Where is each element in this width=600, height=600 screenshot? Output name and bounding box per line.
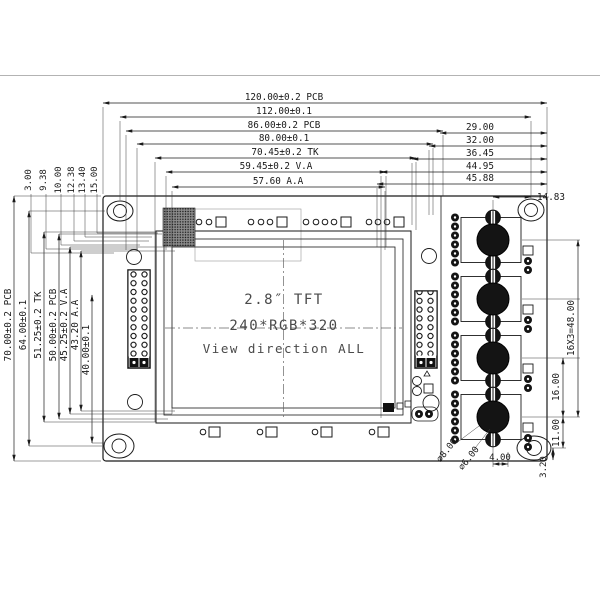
display-view-direction-label: View direction ALL	[203, 341, 365, 356]
dim-right-1: 32.00	[466, 135, 494, 146]
mounting-hole-top-left	[106, 200, 134, 222]
display-module: 2.8″ TFT 240*RGB*320 View direction ALL	[155, 207, 412, 424]
pin-header-left	[127, 269, 151, 369]
mounting-hole-bottom-left	[103, 433, 135, 459]
dim-left-1: 64.00±0.1	[18, 300, 29, 350]
dim-top-6: 57.60 A.A	[253, 176, 304, 187]
display-resolution-label: 240*RGB*320	[229, 318, 338, 334]
dim-topleft-5: 15.00	[90, 166, 100, 193]
dim-right-2: 36.45	[466, 148, 494, 159]
pin-header-right	[414, 290, 438, 369]
dim-topleft-1: 9.38	[39, 169, 49, 191]
pcb-outline	[102, 195, 548, 462]
fpc-connector-block	[162, 207, 196, 247]
mounting-hole-top-right	[517, 198, 545, 222]
dim-horizontal-offset: 4.00	[489, 453, 511, 463]
via-hole-right-top	[421, 248, 437, 264]
dim-left-0: 70.00±0.2 PCB	[3, 288, 14, 361]
dim-top-1: 112.00±0.1	[256, 106, 312, 117]
dim-right-0: 29.00	[466, 122, 494, 133]
dim-button-diameter-group: ⌀8.00 ⌀6.00	[435, 425, 491, 473]
push-button-section	[450, 209, 581, 452]
dim-topleft-2: 10.00	[54, 166, 64, 193]
dim-top-2: 86.00±0.2 PCB	[248, 120, 321, 131]
dim-right-4: 45.88	[466, 173, 494, 184]
dim-left-4: 45.25±0.2 V.A	[59, 288, 70, 361]
dim-left-5: 43.20 A.A	[70, 299, 81, 350]
dim-pitch-single: 16.00	[551, 373, 562, 401]
dim-topleft-group: 3.00 9.38 10.00 12.38 13.40 15.00	[24, 166, 158, 254]
dim-left-6: 40.00±0.1	[81, 325, 92, 375]
components-layer	[127, 216, 440, 438]
dim-top-3: 80.00±0.1	[259, 133, 309, 144]
backlight-connector-parts	[383, 370, 440, 422]
dim-topleft-4: 13.40	[78, 166, 88, 193]
top-component-row	[195, 216, 405, 228]
board-layer	[102, 195, 552, 462]
dim-rightside-group: 16X3=48.00 16.00 11.00 3.20 4.00	[489, 239, 580, 478]
via-hole-left-top	[126, 249, 142, 265]
dim-edge-offset: 3.20	[539, 456, 549, 478]
dim-right-group: 29.00 32.00 36.45 44.95 45.88 14.83	[376, 122, 565, 418]
push-button-1	[450, 209, 581, 275]
dim-button-inner-dia: ⌀6.00	[457, 445, 482, 473]
dim-top-group: 120.00±0.2 PCB 112.00±0.1 86.00±0.2 PCB …	[102, 92, 548, 422]
dim-button-pitch: 16X3=48.00	[566, 300, 577, 356]
via-hole-left-bottom	[127, 394, 143, 410]
dim-bottom-offset: 11.00	[551, 419, 562, 447]
dim-topleft-3: 12.38	[67, 166, 77, 193]
dim-right-3: 44.95	[466, 161, 494, 172]
bottom-component-row	[199, 426, 390, 438]
display-size-label: 2.8″ TFT	[244, 292, 323, 308]
dim-left-group: 70.00±0.2 PCB 64.00±0.1 51.25±0.2 TK 50.…	[3, 195, 175, 462]
dim-hole-offset: 14.83	[537, 192, 565, 203]
dim-left-2: 51.25±0.2 TK	[33, 291, 44, 359]
push-button-2	[450, 268, 581, 334]
dim-top-5: 59.45±0.2 V.A	[240, 161, 313, 172]
display-bezel	[155, 230, 412, 424]
dim-button-outer-dia: ⌀8.00	[435, 437, 460, 465]
dim-top-4: 70.45±0.2 TK	[251, 147, 319, 158]
dim-left-3: 50.00±0.2 PCB	[48, 288, 59, 361]
dim-top-0: 120.00±0.2 PCB	[245, 92, 324, 103]
dim-topleft-0: 3.00	[24, 169, 34, 191]
